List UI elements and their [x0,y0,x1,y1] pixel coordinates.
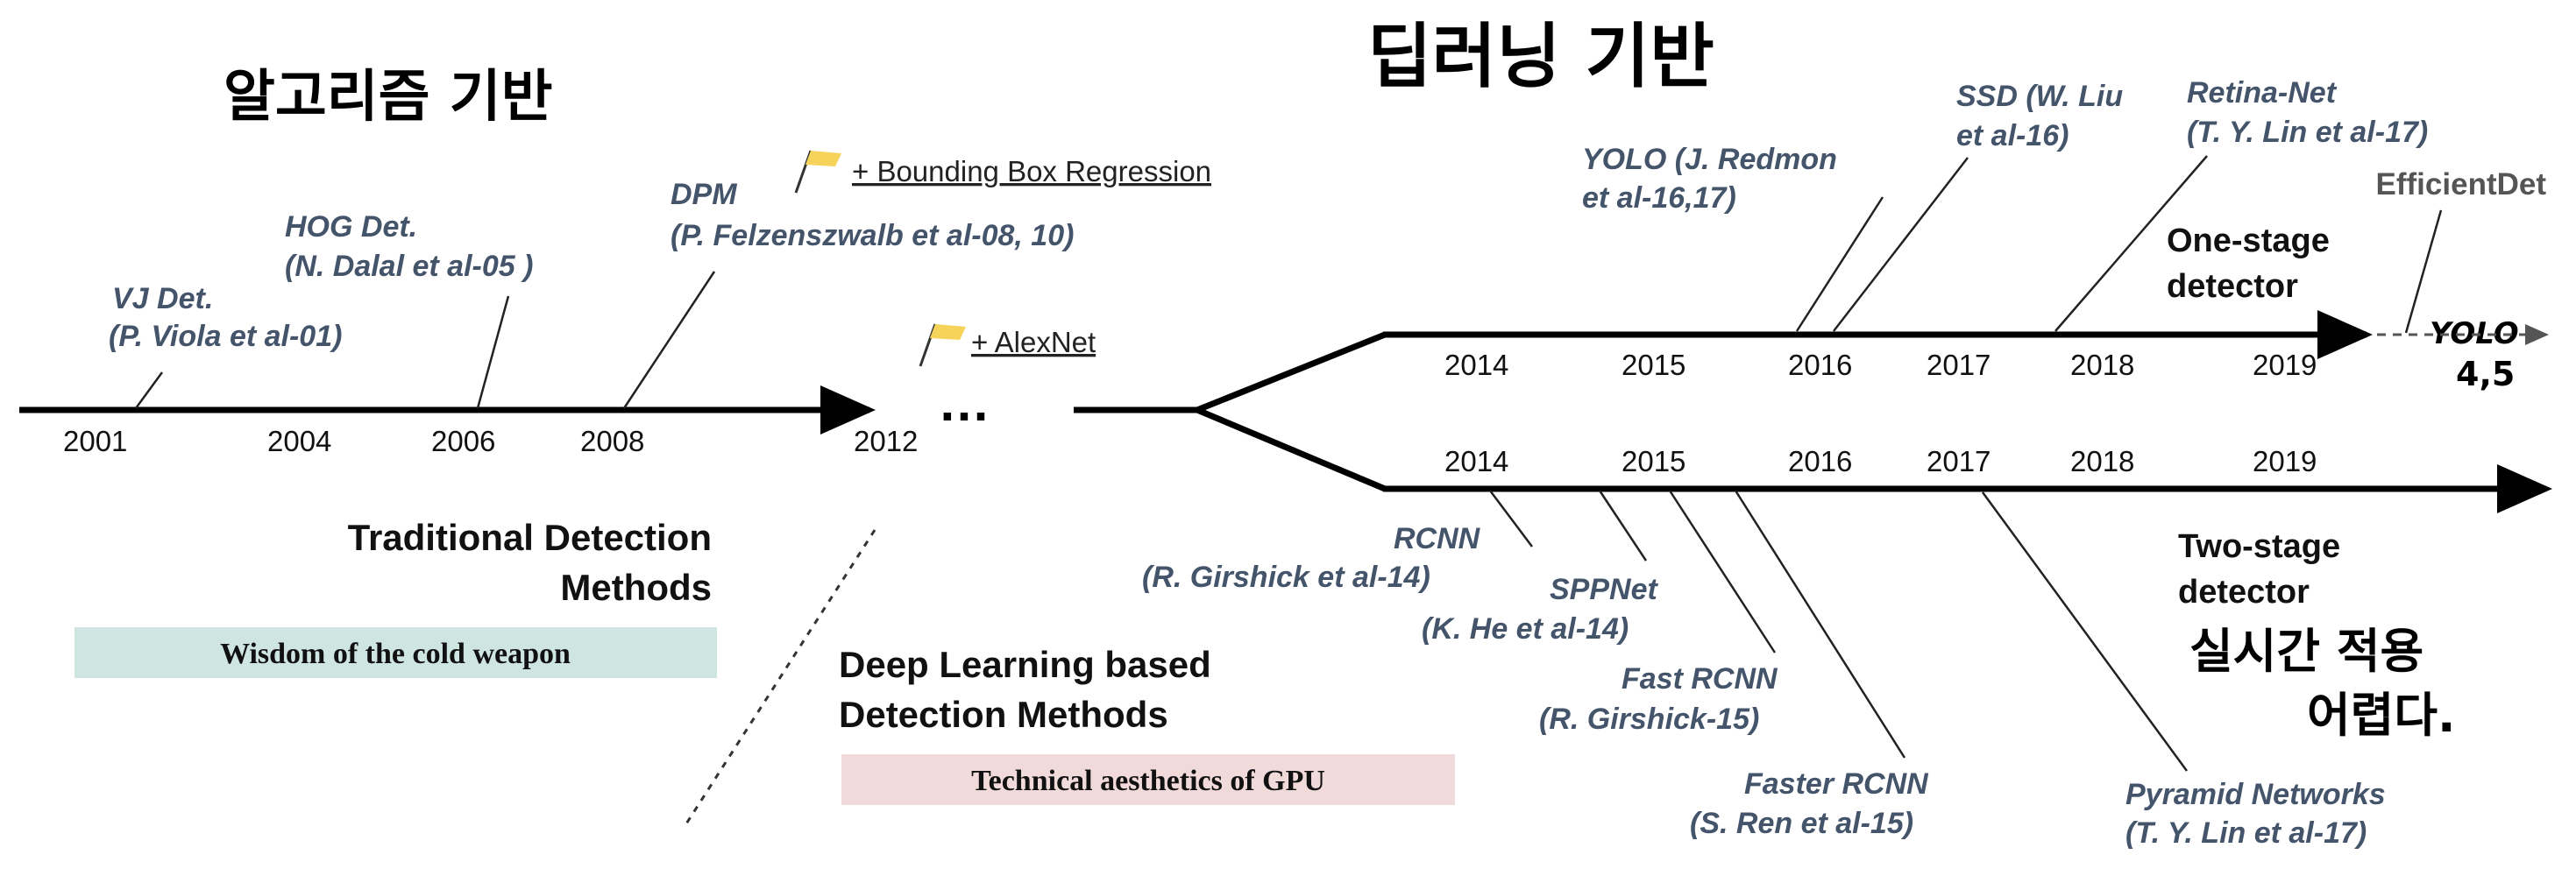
flag-icon [919,323,966,367]
yolo-citation: et al-16,17) [1582,181,1736,215]
vj-det-name: VJ Det. [112,282,213,315]
retina-net-name: Retina-Net [2187,76,2338,110]
vj-connector [134,371,164,409]
fork-lower-branch [1196,406,1387,492]
sppnet-connector [1598,490,1648,562]
deep-banner-text: Technical aesthetics of GPU [971,765,1325,797]
realtime-annotation-line2: 어렵다. [2307,688,2456,743]
ssd-citation: et al-16) [1956,119,2069,152]
efficientdet-connector [2404,209,2443,334]
era-divider [682,529,876,829]
two-stage-year-2016: 2016 [1788,445,1852,477]
deep-title-line1: Deep Learning based [839,644,1211,685]
ssd-connector [1833,157,1969,332]
year-2001: 2001 [63,425,127,457]
dpm-name: DPM [671,178,737,211]
fork-upper-branch [1196,331,1387,413]
yolo-name: YOLO (J. Redmon [1582,143,1837,176]
fpn-connector [1981,491,2189,772]
retina-net-citation: (T. Y. Lin et al-17) [2187,116,2428,149]
one-stage-year-2014: 2014 [1444,349,1508,381]
one-stage-year-2017: 2017 [1927,349,1991,381]
year-2004: 2004 [267,425,331,457]
one-stage-year-2018: 2018 [2070,349,2134,381]
traditional-banner-text: Wisdom of the cold weapon [220,638,571,670]
bbox-regression-flag-label: + Bounding Box Regression [852,155,1211,187]
sppnet-name: SPPNet [1550,573,1658,606]
faster-rcnn-name: Faster RCNN [1744,767,1929,801]
fpn-name: Pyramid Networks [2125,778,2386,811]
year-2012: 2012 [854,425,918,457]
faster-rcnn-connector [1734,490,1906,759]
efficientdet-label: EfficientDet [2376,167,2547,201]
hog-det-name: HOG Det. [285,210,417,244]
one-stage-label-line1: One-stage [2167,223,2330,259]
fpn-citation: (T. Y. Lin et al-17) [2125,816,2367,850]
vj-det-citation: (P. Viola et al-01) [109,320,342,353]
algorithm-based-annotation: 알고리즘 기반 [224,65,553,130]
year-2008: 2008 [580,425,644,457]
two-stage-year-2014: 2014 [1444,445,1508,477]
two-stage-label-line1: Two-stage [2178,528,2340,565]
retina-net-connector [2054,155,2208,332]
two-stage-year-2015: 2015 [1622,445,1685,477]
flag-icon [794,150,841,194]
fast-rcnn-citation: (R. Girshick-15) [1539,703,1759,736]
fast-rcnn-connector [1668,490,1777,653]
traditional-title-line2: Methods [560,567,712,608]
yolo-connector [1795,196,1884,332]
deep-title-line2: Detection Methods [839,694,1168,735]
yolo-annotation-line2: 4,5 [2456,355,2515,393]
rcnn-connector [1489,490,1533,548]
one-stage-year-2019: 2019 [2253,349,2317,381]
two-stage-label-line2: detector [2178,574,2310,611]
one-stage-year-2015: 2015 [1622,349,1685,381]
rcnn-citation: (R. Girshick et al-14) [1142,561,1430,594]
alexnet-flag-label: + AlexNet [971,326,1096,358]
two-stage-year-2019: 2019 [2253,445,2317,477]
deep-learning-based-annotation: 딥러닝 기반 [1367,16,1714,97]
one-stage-label-line2: detector [2167,268,2298,305]
faster-rcnn-citation: (S. Ren et al-15) [1690,807,1913,840]
dpm-connector [622,271,716,409]
rcnn-name: RCNN [1394,522,1481,555]
hog-connector [476,295,510,409]
traditional-title-line1: Traditional Detection [348,517,712,558]
ssd-name: SSD (W. Liu [1956,80,2123,113]
year-2006: 2006 [431,425,495,457]
dpm-citation: (P. Felzenszwalb et al-08, 10) [671,219,1074,252]
two-stage-year-2017: 2017 [1927,445,1991,477]
sppnet-citation: (K. He et al-14) [1422,612,1629,646]
fast-rcnn-name: Fast RCNN [1622,662,1778,696]
hog-det-citation: (N. Dalal et al-05 ) [285,250,533,283]
ellipsis: … [938,373,990,432]
traditional-banner [75,627,717,678]
realtime-annotation-line1: 실시간 적용 [2189,624,2423,679]
one-stage-year-2016: 2016 [1788,349,1852,381]
deep-banner [841,754,1455,805]
two-stage-year-2018: 2018 [2070,445,2134,477]
